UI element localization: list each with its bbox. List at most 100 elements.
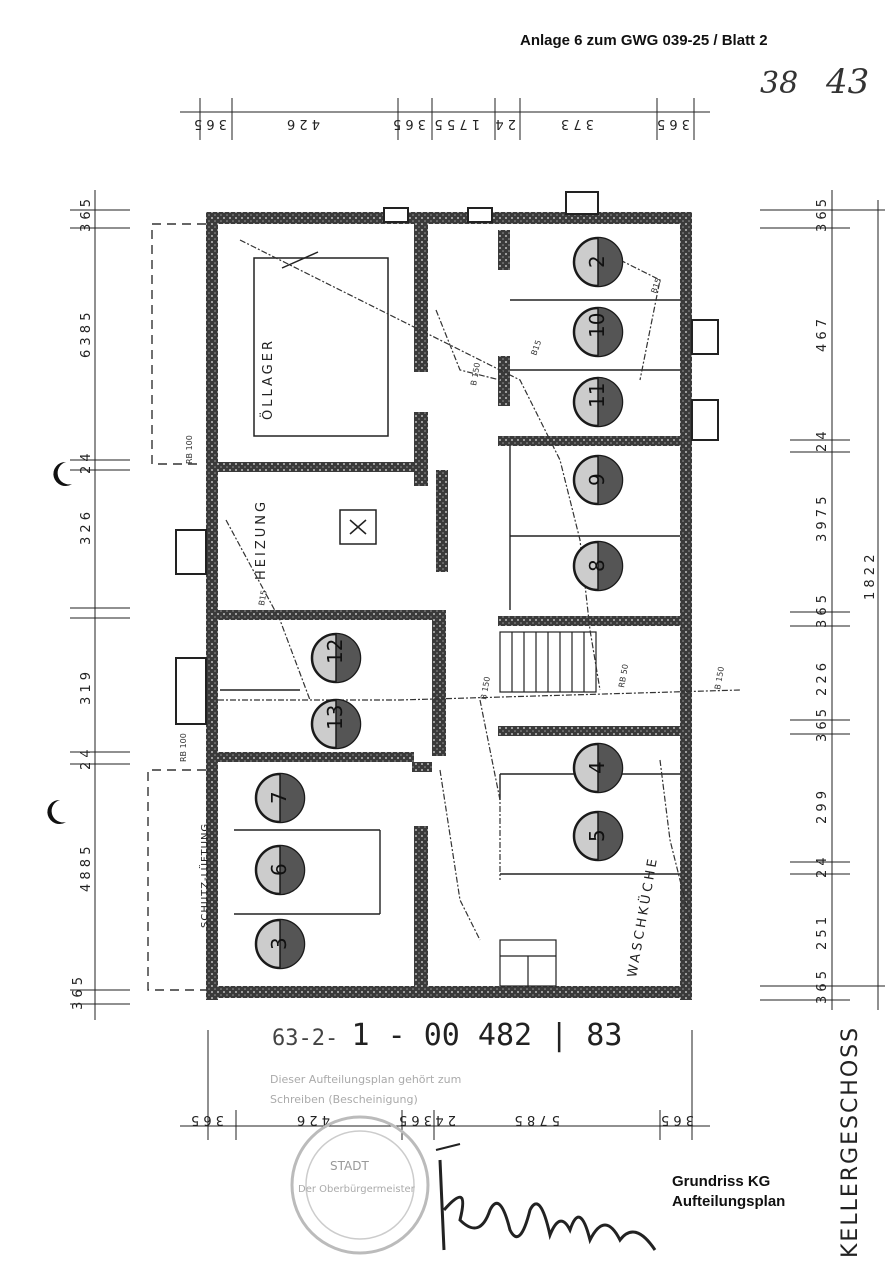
stairs xyxy=(499,631,597,987)
storage-unit-7: 7 xyxy=(254,772,306,824)
dim-bottom-2: 4 2 6 xyxy=(297,1112,330,1127)
unit-number: 9 xyxy=(585,473,609,486)
storage-unit-3: 3 xyxy=(254,918,306,970)
annotation-rb50: RB 50 xyxy=(617,663,630,688)
dimension-line-bottom xyxy=(180,1030,710,1140)
dim-right-8: 2 9 9 xyxy=(815,791,830,824)
inner-walls xyxy=(218,224,682,988)
window-wells xyxy=(175,191,719,725)
official-seal: STADT Der Oberbürgermeister xyxy=(290,1115,430,1255)
dim-right-9: 2 4 xyxy=(815,857,830,878)
dimension-labels-right: 3 6 5 4 6 7 2 4 3 9 7 5 3 6 5 2 2 6 3 6 … xyxy=(815,199,878,1004)
stamp-note-line-2: Schreiben (Bescheinigung) xyxy=(270,1093,418,1106)
dim-right-6: 2 2 6 xyxy=(815,663,830,696)
storage-unit-8: 8 xyxy=(572,540,624,592)
boiler-symbol xyxy=(339,509,377,545)
annotation-b15-3: B15 xyxy=(649,277,663,295)
dimension-line-right xyxy=(760,190,885,1010)
pipe-routes xyxy=(218,239,741,941)
storage-units: 2 10 11 9 8 12 13 4 5 7 6 3 xyxy=(254,236,624,970)
dim-right-7: 3 6 5 xyxy=(815,709,830,742)
dim-bottom-1: 3 6 5 xyxy=(191,1112,224,1127)
unit-number: 11 xyxy=(585,383,609,408)
dim-left-7: 4 8 8 5 xyxy=(79,847,94,892)
dim-right-1: 3 6 5 xyxy=(815,199,830,232)
seal-city: STADT xyxy=(330,1159,369,1173)
dim-top-5: 2 4 xyxy=(495,116,516,131)
annotation-b150-1: B 150 xyxy=(469,362,482,387)
dim-left-6: 2 4 xyxy=(79,749,94,770)
dim-bottom-3: 3 6 5 xyxy=(399,1112,432,1127)
signature xyxy=(435,1143,657,1251)
dim-bottom-6: 3 6 5 xyxy=(661,1112,694,1127)
stamp-note: Dieser Aufteilungsplan gehört zum Schrei… xyxy=(270,1070,540,1110)
dim-right-3: 2 4 xyxy=(815,431,830,452)
annotation-b15-2: B15 xyxy=(529,339,543,357)
dim-right-5: 3 6 5 xyxy=(815,595,830,628)
dim-right-2: 4 6 7 xyxy=(815,319,830,352)
dashed-outline xyxy=(147,223,206,991)
dim-top-4: 1 7 5 5 xyxy=(435,116,480,131)
unit-circle-shade xyxy=(336,634,360,682)
dim-top-7: 3 6 5 xyxy=(657,116,690,131)
storage-unit-6: 6 xyxy=(254,844,306,896)
outer-walls xyxy=(206,212,692,1000)
storage-unit-2: 2 xyxy=(572,236,624,288)
dim-left-5: 3 1 9 xyxy=(79,672,94,705)
unit-number: 7 xyxy=(267,791,291,804)
unit-circle-shade xyxy=(598,238,622,286)
unit-circle-shade xyxy=(598,456,622,504)
reference-handwritten: 1 - 00 482 | 83 xyxy=(351,1018,623,1053)
storage-unit-10: 10 xyxy=(572,306,624,358)
storage-unit-11: 11 xyxy=(572,376,624,428)
storage-unit-9: 9 xyxy=(572,454,624,506)
floor-side-label: KELLERGESCHOSS xyxy=(838,1025,863,1258)
dim-left-4: 3 2 6 xyxy=(79,512,94,545)
dim-left-3: 2 4 xyxy=(79,453,94,474)
unit-number: 3 xyxy=(267,937,291,950)
dim-right-4: 3 9 7 5 xyxy=(815,497,830,542)
dim-top-1: 3 6 5 xyxy=(194,116,227,131)
dim-left-1: 3 6 5 xyxy=(79,199,94,232)
storage-unit-13: 13 xyxy=(310,698,362,750)
seal-office: Der Oberbürgermeister xyxy=(298,1184,416,1195)
dim-left-8: 3 6 5 xyxy=(71,977,86,1010)
room-label-shelter-vent: SCHUTZ-LÜFTUNG xyxy=(198,823,211,928)
unit-number: 4 xyxy=(585,761,609,774)
unit-circle-shade xyxy=(598,744,622,792)
storage-unit-12: 12 xyxy=(310,632,362,684)
annotation-rb-2: RB 100 xyxy=(179,733,188,762)
dimension-labels-bottom: 3 6 5 4 2 6 3 6 5 5 7 8 5 2 4 3 6 5 xyxy=(191,1112,694,1127)
annotation-b15-1: B15 xyxy=(257,589,269,606)
caption-line-1: Grundriss KG xyxy=(672,1173,771,1190)
oil-tank xyxy=(253,251,389,437)
plan-caption: Grundriss KG Aufteilungsplan xyxy=(672,1172,785,1212)
unit-number: 8 xyxy=(585,559,609,572)
dim-left-2: 6 3 8 5 xyxy=(79,313,94,358)
storage-unit-5: 5 xyxy=(572,810,624,862)
dim-right-10: 2 5 1 xyxy=(815,917,830,950)
unit-circle-shade xyxy=(336,700,360,748)
storage-unit-4: 4 xyxy=(572,742,624,794)
room-label-oil-store: ÖLLAGER xyxy=(259,338,276,420)
moon-symbols xyxy=(47,461,72,824)
unit-circle-shade xyxy=(598,378,622,426)
dimension-labels-top: 3 6 5 4 2 6 3 6 5 1 7 5 5 2 4 3 7 3 3 6 … xyxy=(194,116,690,131)
unit-number: 2 xyxy=(585,255,609,268)
document-title: Anlage 6 zum GWG 039-25 / Blatt 2 xyxy=(520,32,768,49)
annotation-b150-2: B 150 xyxy=(479,676,492,701)
dim-bottom-5: 2 4 xyxy=(435,1112,456,1127)
dim-top-3: 3 6 5 xyxy=(393,116,426,131)
unit-circle-shade xyxy=(598,308,622,356)
room-label-heating: HEIZUNG xyxy=(254,499,269,580)
dim-top-6: 3 7 3 xyxy=(561,116,594,131)
caption-line-2: Aufteilungsplan xyxy=(672,1193,786,1210)
stamp-note-line-1: Dieser Aufteilungsplan gehört zum xyxy=(270,1073,462,1086)
dim-bottom-4: 5 7 8 5 xyxy=(515,1112,560,1127)
dimension-line-top xyxy=(180,98,710,140)
unit-circle-shade xyxy=(598,542,622,590)
dim-right-11: 3 6 5 xyxy=(815,971,830,1004)
unit-circle-shade xyxy=(280,774,304,822)
